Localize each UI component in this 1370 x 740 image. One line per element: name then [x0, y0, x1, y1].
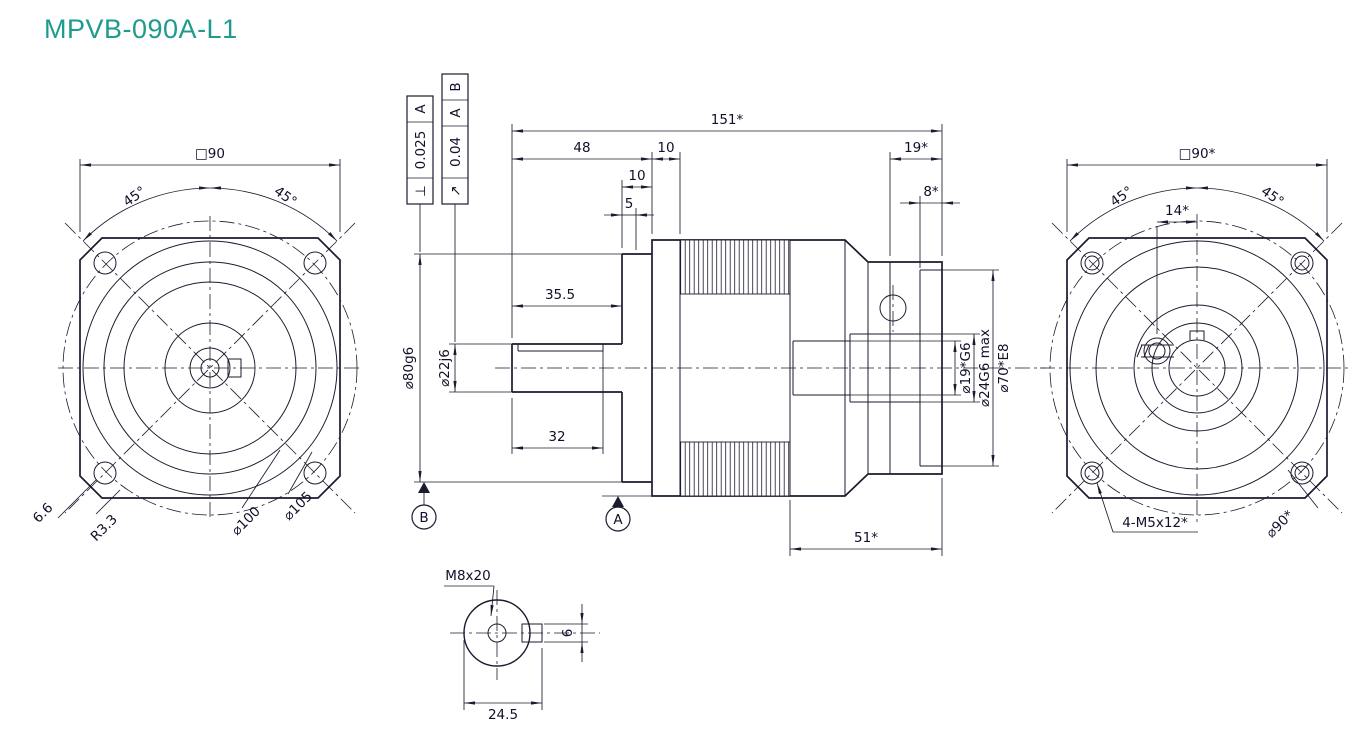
detail-shaft-circle: [463, 599, 531, 667]
datum-a-label: A: [613, 512, 623, 528]
perpendicularity-frame: ⊥ 0.025 A: [406, 95, 434, 252]
rear-clamp-screw: [1136, 337, 1174, 365]
datum-a-flag: A: [602, 495, 652, 532]
knurl-band-top: [679, 239, 791, 295]
dim-10a: 10: [657, 140, 674, 156]
front-angle-left: 45°: [120, 183, 149, 210]
dim-dia24: ⌀24G6 max: [977, 329, 993, 407]
runout-datum-a: A: [448, 108, 464, 118]
rear-bolt-circle: [1049, 220, 1345, 516]
datum-b-label: B: [419, 510, 428, 526]
detail-thread-note: M8x20: [445, 568, 490, 584]
rear-view: □90* 45° 45° 14* 4-M5x12* ⌀90*: [1040, 146, 1352, 541]
front-circles: [82, 240, 338, 496]
detail-dim-245: 24.5: [488, 707, 518, 723]
side-pilot-flange: [621, 253, 652, 483]
runout-datum-b: B: [448, 82, 464, 91]
detail-tap-hole: [487, 623, 507, 643]
dim-355: 35.5: [545, 287, 575, 303]
knurl-band-bottom: [679, 441, 791, 497]
dim-151: 151*: [711, 112, 744, 128]
runout-symbol: ↗: [448, 185, 464, 196]
drawing-title: MPVB-090A-L1: [44, 14, 238, 44]
front-flange-outline: [79, 237, 341, 499]
rear-body-circle: [1069, 240, 1325, 496]
rear-dim-14: 14*: [1165, 203, 1189, 219]
tolerance-frames: ⊥ 0.025 A ↗ 0.04 A B: [406, 73, 469, 342]
front-shaft-bore: [189, 347, 231, 389]
front-circle100-label: ⌀100: [229, 504, 264, 539]
side-dimensions: 151* 48 10 10 5 19* 8*: [401, 112, 1012, 556]
rear-dim-square: □90*: [1179, 146, 1216, 162]
side-shaft: [511, 343, 622, 393]
front-dimensions: □90 45° 45° 6.6 R3.3 ⌀100 ⌀105: [30, 146, 341, 545]
side-body: [651, 239, 943, 497]
front-angle-right: 45°: [271, 183, 300, 210]
rear-angle-right: 45°: [1258, 183, 1287, 210]
dim-19: 19*: [904, 140, 928, 156]
datum-b-flag: B: [411, 482, 437, 530]
perp-value: 0.025: [413, 131, 429, 170]
front-hole-dia-label: 6.6: [30, 500, 57, 527]
side-view: 151* 48 10 10 5 19* 8*: [401, 112, 1046, 556]
runout-value: 0.04: [448, 137, 464, 167]
dim-dia70: ⌀70*E8: [996, 343, 1012, 392]
rear-bolt-note: 4-M5x12*: [1122, 515, 1188, 531]
rear-bolt-holes: [1080, 251, 1314, 485]
rear-circles: [1069, 240, 1325, 496]
input-bore-lines: [792, 269, 942, 467]
shaft-detail-view: M8x20 24.5 6: [444, 568, 600, 723]
perp-datum: A: [413, 104, 429, 114]
front-bolt-holes: [93, 251, 327, 485]
front-bolt-circle: [62, 220, 358, 516]
front-hole-radius-label: R3.3: [88, 512, 121, 545]
dim-dia22: ⌀22j6: [437, 349, 453, 387]
rear-dia90-label: ⌀90*: [1263, 507, 1297, 541]
detail-dimensions: M8x20 24.5 6: [444, 568, 588, 723]
dim-51: 51*: [854, 530, 878, 546]
perp-symbol: ⊥: [413, 185, 429, 197]
rear-flange-outline: [1066, 237, 1328, 499]
dim-8: 8*: [923, 184, 939, 200]
front-keyway: [227, 358, 242, 378]
rear-input-bore: [1168, 339, 1226, 397]
detail-dim-6: 6: [560, 629, 576, 638]
dim-48: 48: [573, 140, 590, 156]
front-view: □90 45° 45° 6.6 R3.3 ⌀100 ⌀105: [30, 146, 362, 545]
dim-dia19: ⌀19*G6: [958, 342, 974, 393]
dim-dia80: ⌀80g6: [401, 347, 417, 389]
front-dim-square: □90: [195, 146, 225, 162]
rear-angle-left: 45°: [1107, 183, 1136, 210]
dim-10b: 10: [628, 168, 645, 184]
detail-key: [521, 623, 543, 643]
dim-32: 32: [548, 429, 565, 445]
dim-5: 5: [625, 196, 634, 212]
rear-centerlines: [1040, 214, 1352, 522]
front-centerlines: [58, 216, 362, 520]
runout-frame: ↗ 0.04 A B: [441, 73, 469, 342]
